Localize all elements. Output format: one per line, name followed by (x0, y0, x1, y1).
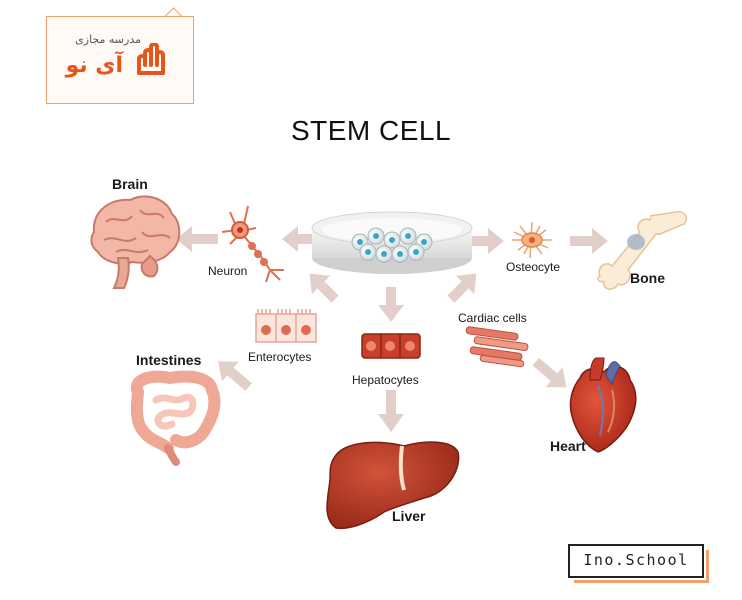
arrows (176, 226, 608, 432)
liver-illustration (326, 441, 460, 530)
arrow-to-intestines (218, 361, 252, 391)
heart-illustration (569, 357, 637, 453)
arrow-to-bone (570, 228, 608, 254)
arrow-to-neuron (282, 226, 318, 252)
bone-illustration (597, 210, 688, 290)
school-logo: مدرسه مجازی آی نو (46, 16, 194, 104)
neuron-illustration (221, 205, 284, 283)
label-intestines: Intestines (136, 352, 202, 368)
logo-subtitle: مدرسه مجازی (75, 33, 141, 46)
label-osteocyte: Osteocyte (506, 260, 561, 274)
label-neuron: Neuron (208, 264, 248, 278)
logo-bars-icon (137, 43, 165, 75)
hepatocytes-illustration (361, 333, 421, 359)
label-hepatocytes: Hepatocytes (352, 373, 419, 387)
label-heart: Heart (550, 438, 586, 454)
arrow-to-hepatocytes (378, 287, 404, 322)
intestines-illustration (130, 370, 221, 466)
ino-school-text: Ino.School (583, 551, 689, 569)
osteocyte-illustration (512, 221, 552, 259)
diagram-title: STEM CELL (290, 115, 452, 146)
cardiac-cells-illustration (465, 326, 529, 368)
petri-dish (311, 211, 473, 274)
enterocytes-illustration (255, 309, 317, 343)
logo-name: آی نو (65, 53, 123, 78)
brain-illustration (90, 195, 181, 289)
label-bone: Bone (630, 270, 665, 286)
label-cardiac-cells: Cardiac cells (458, 311, 527, 325)
arrow-to-liver (378, 390, 404, 432)
arrow-to-brain (176, 226, 218, 252)
ino-school-badge: Ino.School (568, 544, 709, 583)
arrow-to-heart (532, 357, 567, 388)
arrow-to-cardiac (447, 273, 477, 303)
label-liver: Liver (392, 508, 426, 524)
stem-cell-cluster (351, 227, 433, 263)
arrow-to-enterocytes (309, 273, 339, 303)
label-enterocytes: Enterocytes (248, 350, 312, 364)
arrow-to-osteocyte (470, 228, 504, 254)
label-brain: Brain (112, 176, 148, 192)
